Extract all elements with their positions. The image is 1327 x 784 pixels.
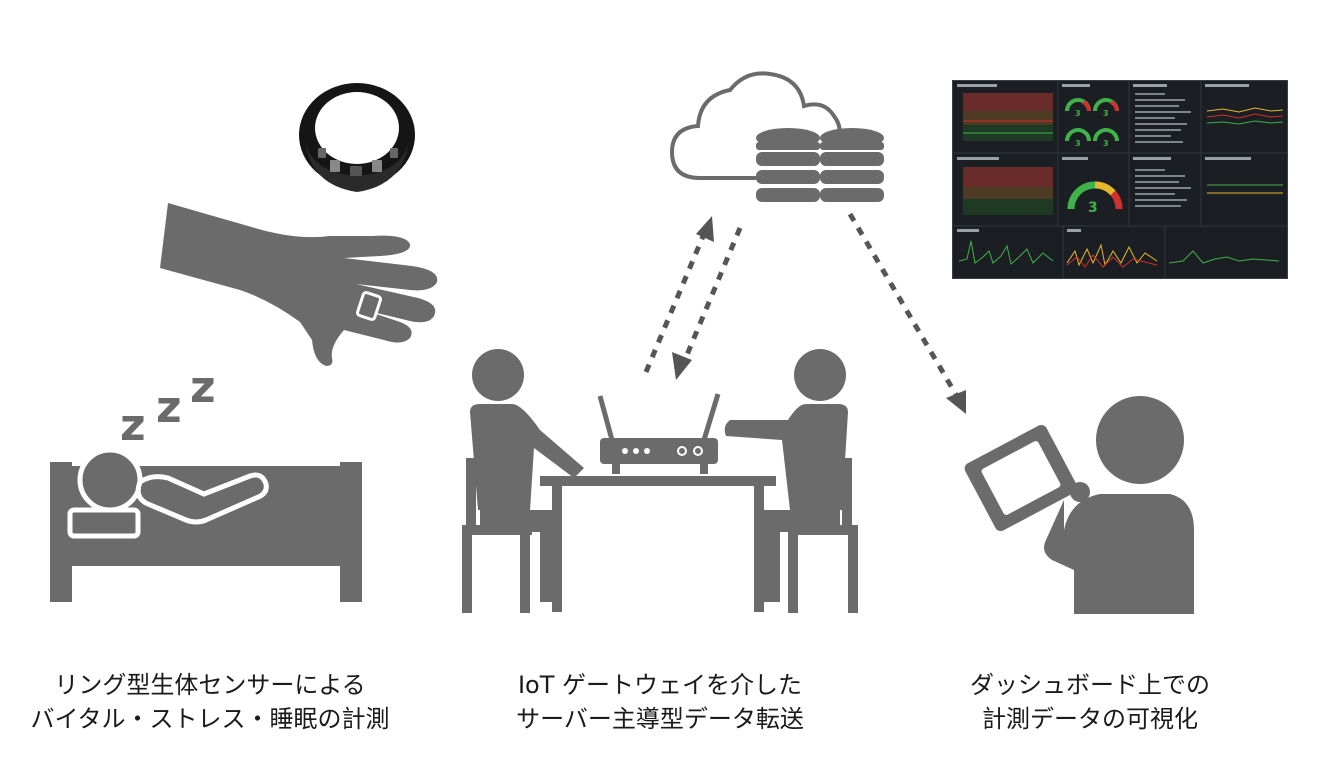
- person-with-tablet-icon: [964, 396, 1194, 614]
- person-left-seated-icon: [462, 349, 584, 613]
- sleeping-person-bed-icon: [50, 447, 362, 602]
- caption-dashboard-line-2: 計測データの可視化: [982, 705, 1198, 733]
- caption-ring-sensor-line-2: バイタル・ストレス・睡眠の計測: [30, 705, 390, 733]
- caption-ring-sensor-line-1: リング型生体センサーによる: [54, 671, 366, 699]
- hand-with-ring-icon: [160, 203, 438, 366]
- big-gauge: 3: [1067, 181, 1123, 216]
- small-gauge-value-1: 3: [1075, 109, 1081, 118]
- small-gauge-value-3: 3: [1075, 139, 1081, 148]
- sleep-z-glyphs: z z z: [120, 362, 216, 451]
- sleep-z-1: z: [120, 400, 146, 451]
- smart-ring-icon: [299, 83, 415, 192]
- person-right-seated-icon: [724, 349, 858, 613]
- caption-dashboard-line-1: ダッシュボード上での: [970, 671, 1210, 699]
- sleep-z-2: z: [156, 382, 182, 433]
- dashboard-panels: 3 3 3 3: [953, 81, 1287, 278]
- table-icon: [540, 476, 776, 612]
- small-gauges: 3 3 3 3: [1065, 98, 1119, 148]
- dashboard-screenshot: 3 3 3 3: [952, 80, 1288, 279]
- arrow-cloud-to-dashboard: [847, 212, 966, 414]
- sleep-z-3: z: [190, 362, 216, 413]
- caption-iot-gateway: IoT ゲートウェイを介した サーバー主導型データ転送: [450, 668, 870, 736]
- database-icon-1: [756, 128, 820, 202]
- caption-dashboard: ダッシュボード上での 計測データの可視化: [880, 668, 1300, 736]
- arrow-gateway-to-cloud: [643, 216, 714, 373]
- cloud-icon: [669, 71, 842, 180]
- big-gauge-value: 3: [1088, 200, 1098, 216]
- caption-ring-sensor: リング型生体センサーによる バイタル・ストレス・睡眠の計測: [0, 668, 420, 736]
- caption-iot-gateway-line-1: IoT ゲートウェイを介した: [517, 671, 803, 699]
- database-icon-2: [820, 128, 884, 202]
- arrow-cloud-to-gateway: [672, 227, 743, 380]
- caption-iot-gateway-line-2: サーバー主導型データ転送: [516, 705, 804, 733]
- small-gauge-value-4: 3: [1103, 139, 1109, 148]
- wifi-router-icon: [597, 393, 721, 474]
- small-gauge-value-2: 3: [1103, 109, 1109, 118]
